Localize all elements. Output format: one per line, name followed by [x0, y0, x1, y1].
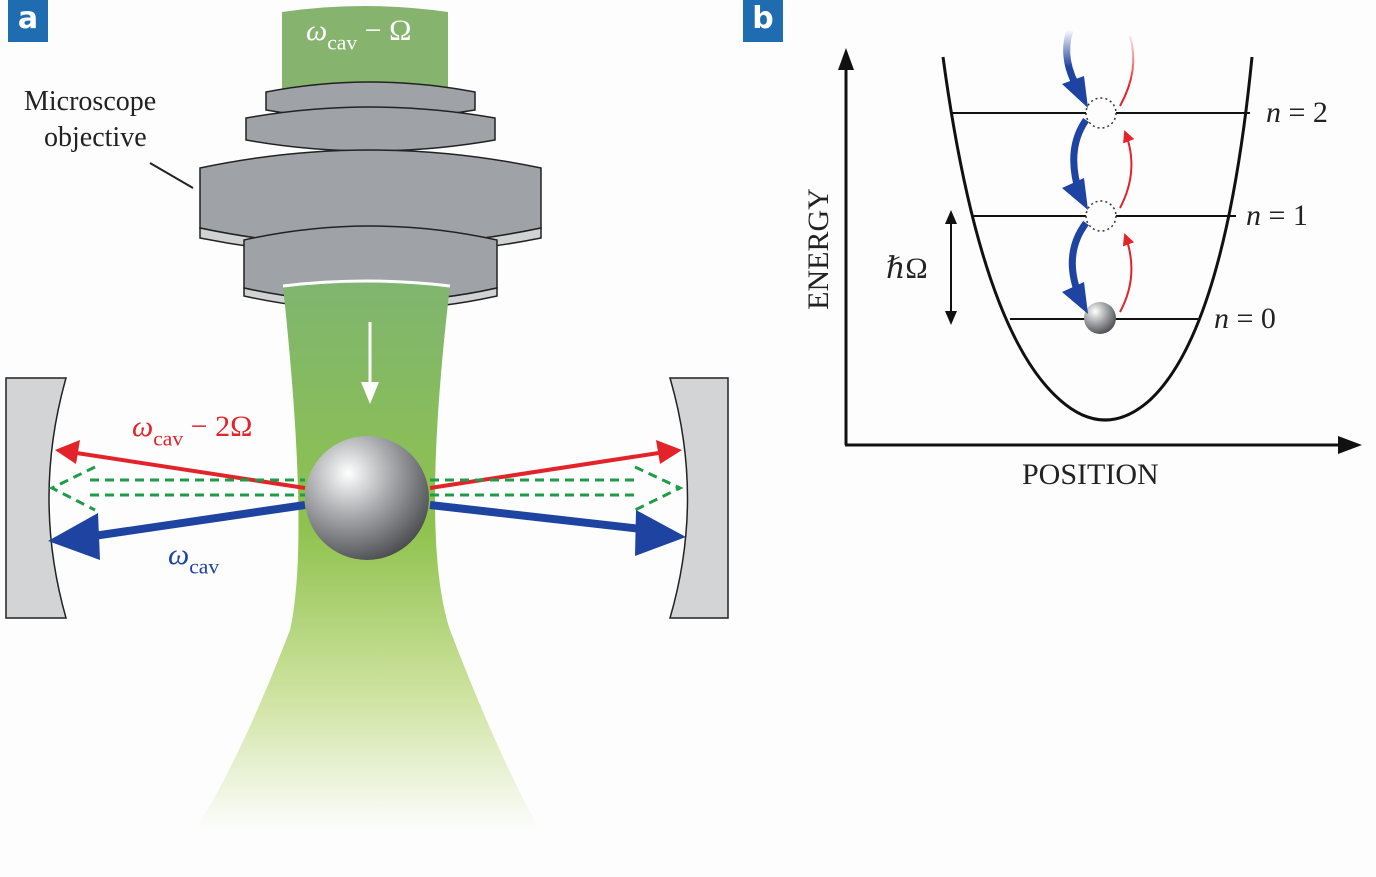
dashed-green-beam	[48, 465, 684, 512]
energy-axis-label: ENERGY	[801, 188, 835, 310]
panel-label-b: b	[743, 0, 783, 42]
blue-beam-label: ωcav	[168, 538, 220, 579]
level-label-n2: n = 2	[1266, 96, 1328, 129]
position-axis-label: POSITION	[1022, 458, 1159, 491]
panel-label-a: a	[8, 0, 48, 42]
panel-a	[5, 6, 729, 830]
left-mirror	[5, 377, 67, 619]
blue-arrow-left	[79, 501, 306, 542]
objective-label-line1: Microscope	[24, 86, 157, 117]
microscope-objective	[199, 81, 542, 311]
green-beam-top	[282, 6, 448, 90]
level-label-n1: n = 1	[1246, 199, 1308, 232]
objective-pointer-line	[149, 162, 194, 189]
red-beam-label: ωcav − 2Ω	[132, 410, 253, 451]
red-arrow-left	[69, 450, 306, 490]
level-label-n0: n = 0	[1214, 302, 1276, 335]
objective-label-line2: objective	[44, 122, 147, 153]
nanoparticle	[305, 436, 429, 560]
top-beam-label: ωcav − Ω	[306, 14, 412, 55]
red-arrow-right	[429, 450, 666, 490]
spacing-label: ℏΩ	[886, 252, 928, 285]
blue-arrow-right	[429, 501, 651, 534]
harmonic-potential	[941, 56, 1254, 422]
right-mirror	[669, 377, 729, 619]
ground-state-particle	[1084, 302, 1116, 334]
panel-b	[838, 28, 1362, 454]
